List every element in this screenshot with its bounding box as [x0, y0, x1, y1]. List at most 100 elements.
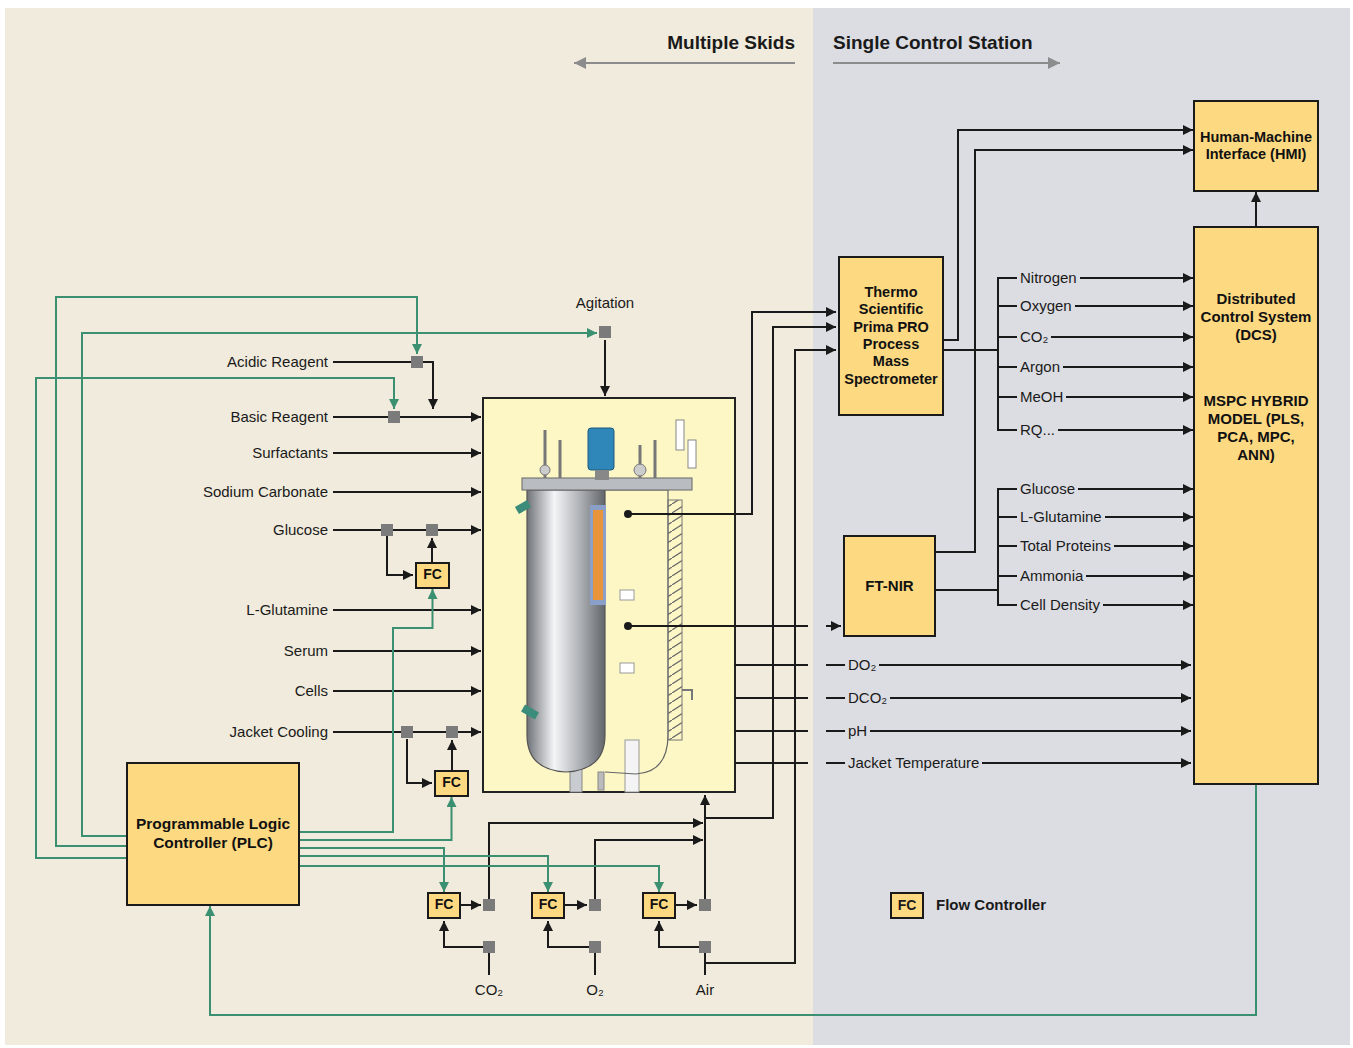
control-signal [300, 797, 452, 840]
control-signal [300, 589, 433, 832]
bioreactor-illustration [515, 420, 696, 792]
flow-controller-box: FC [415, 562, 450, 589]
signal-label: Cell Density [1017, 596, 1103, 613]
bioreactor-frame [483, 398, 735, 792]
process-line [333, 416, 481, 418]
bioreactor-illustration [668, 500, 682, 740]
ground [813, 8, 1350, 1045]
process-line [826, 730, 1191, 732]
valve-symbol [599, 326, 611, 338]
data-signal [936, 489, 1193, 590]
valve-symbol [483, 941, 495, 953]
bioreactor-illustration [620, 590, 634, 600]
bioreactor-illustration [682, 690, 692, 700]
section-arrow [833, 62, 1060, 64]
signal-label: Argon [1017, 358, 1063, 375]
input-label: Serum [284, 642, 328, 659]
valve-symbol [401, 726, 413, 738]
process-line [826, 664, 1191, 666]
flow-controller-box: FC [434, 770, 469, 797]
box-title: Programmable Logic Controller (PLC) [131, 815, 295, 852]
flow-controller-box: FC [531, 892, 565, 919]
legend-symbol-text: FC [898, 897, 917, 913]
process-line [333, 690, 481, 692]
box-title: FC [536, 896, 560, 913]
box-title: FC [439, 774, 464, 791]
process-line [705, 327, 836, 818]
valve-symbol [589, 899, 601, 911]
control-signal [300, 848, 444, 892]
process-line [705, 350, 836, 963]
sample-point [624, 510, 632, 630]
process-line [489, 953, 705, 975]
bioreactor-illustration [590, 505, 606, 605]
valve-symbol [381, 326, 711, 953]
process-line [628, 626, 808, 763]
bioreactor-illustration [676, 420, 684, 450]
box-title: FC [647, 896, 671, 913]
process-line [565, 904, 587, 906]
process-line [604, 340, 606, 396]
box-title: Distributed Control System (DCS) [1198, 290, 1314, 344]
input-label: Basic Reagent [230, 408, 328, 425]
flow-controller-box: FC [427, 892, 461, 919]
bioreactor-illustration [515, 500, 531, 514]
bioreactor-illustration [595, 470, 609, 480]
input-label: Cells [295, 682, 328, 699]
plc-box: Programmable Logic Controller (PLC) [126, 762, 300, 906]
bioreactor-illustration [527, 490, 605, 772]
bioreactor-illustration [605, 490, 668, 774]
valve-symbol [381, 524, 393, 536]
bioreactor-illustration [625, 740, 639, 792]
sample-point [624, 622, 632, 630]
box-title: FT-NIR [848, 577, 931, 595]
signal-label: Nitrogen [1017, 269, 1080, 286]
section-arrow [574, 62, 1060, 64]
bioreactor-illustration [634, 464, 646, 476]
data-signal [936, 517, 1193, 590]
process-line [548, 921, 595, 947]
section-heading: Multiple Skids [667, 32, 795, 54]
control-signal [300, 856, 548, 892]
gas-label: O₂ [586, 981, 604, 998]
valve-symbol [446, 726, 458, 738]
box-title: FC [432, 896, 456, 913]
control-signal [210, 785, 1256, 1015]
bioreactor-illustration [588, 428, 614, 470]
valve-symbol [388, 411, 400, 423]
ft-nir-box: FT-NIR [843, 535, 936, 637]
control-signal [300, 866, 659, 892]
input-label: Acidic Reagent [227, 353, 328, 370]
signal-label: Oxygen [1017, 297, 1075, 314]
data-signal [944, 278, 1193, 350]
process-line [444, 921, 489, 947]
bioreactor-illustration [540, 465, 550, 475]
valve-symbol [699, 899, 711, 911]
process-line [451, 740, 453, 770]
process-line [461, 904, 481, 906]
input-label: Jacket Cooling [230, 723, 328, 740]
box-body: MSPC HYBRID MODEL (PLS, PCA, MPC, ANN) [1198, 392, 1314, 464]
process-line [628, 312, 836, 514]
valve-symbol [699, 941, 711, 953]
flow-controller-box: FC [642, 892, 676, 919]
input-label: L-Glutamine [246, 601, 328, 618]
data-signal [1255, 192, 1257, 226]
mass-spectrometer-box: Thermo Scientific Prima PRO Process Mass… [838, 256, 944, 416]
process-line [333, 362, 433, 409]
ground [5, 8, 813, 1045]
gas-label: CO₂ [475, 981, 503, 998]
input-label: Glucose [273, 521, 328, 538]
signal-label: Total Proteins [1017, 537, 1114, 554]
process-line [333, 529, 481, 531]
box-title: FC [420, 566, 445, 583]
process-line [333, 491, 481, 493]
signal-label: pH [845, 722, 870, 739]
bioreactor-frame [483, 398, 735, 792]
valve-symbol [426, 524, 438, 536]
process-line [595, 840, 703, 899]
data-signal [936, 150, 1193, 552]
data-signal [944, 350, 1193, 367]
signal-label: L-Glutamine [1017, 508, 1105, 525]
